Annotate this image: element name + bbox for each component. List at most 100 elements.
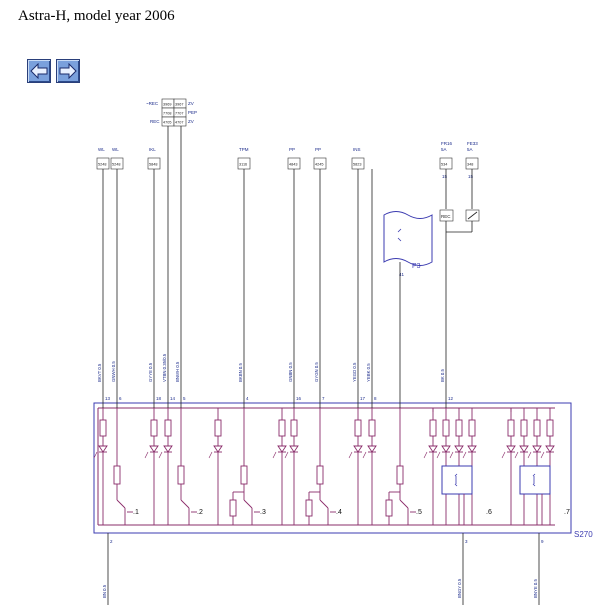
switch-position-label: .6 <box>486 509 492 516</box>
wire-colour-label: BKBN 0.5 <box>238 363 243 382</box>
switch-resistor <box>316 465 324 485</box>
resistor <box>99 419 107 437</box>
wire-colour-label: GYYE 0.5 <box>148 362 153 382</box>
led-ray <box>514 451 519 459</box>
led-icon <box>506 445 516 453</box>
led-icon <box>441 445 451 453</box>
led-icon <box>163 445 173 453</box>
resistor <box>164 419 172 437</box>
wire-code: 4843 <box>289 163 297 167</box>
hall-sensor-box <box>519 465 551 495</box>
wire-top-label: PP <box>315 147 321 152</box>
wire-top-label: FE33 <box>467 141 478 146</box>
wire-code: 5248 <box>98 163 106 167</box>
led-ray <box>436 451 441 459</box>
wire-colour-label: BKVT 0.5 <box>97 363 102 382</box>
wire-top-label: TPM <box>239 147 249 152</box>
led-ray <box>540 451 545 459</box>
switch-position-label: .7 <box>564 509 570 516</box>
wire-colour-label: YEGD 0.5 <box>352 362 357 382</box>
bottom-wire-colour: BNGY 0.5 <box>457 578 462 598</box>
resistor <box>455 419 463 437</box>
arrow-right-icon <box>59 63 77 79</box>
relay-diode-mark <box>467 211 478 220</box>
led-icon <box>367 445 377 453</box>
resistor <box>533 419 541 437</box>
connector-cell-code: 3969 <box>163 103 171 107</box>
hall-sensor-symbol <box>532 473 536 487</box>
wire-code: 5248 <box>112 163 120 167</box>
wire-colour-label: GNWH 0.5 <box>111 361 116 382</box>
wire-code: 5848 <box>149 163 157 167</box>
wire-code: 348 <box>467 163 473 167</box>
module-label: S270 <box>574 530 593 539</box>
wire-top-label: FR16 <box>441 141 453 146</box>
wire-top-label: WL <box>112 147 119 152</box>
pin-number: 5 <box>183 396 186 401</box>
switch-contact <box>180 499 190 509</box>
connector-cell-code: 7707 <box>175 112 183 116</box>
bottom-wire-colour: BNYE 0.5 <box>533 579 538 598</box>
connector-right-label: ZV <box>188 119 194 124</box>
wire-top-label: 5A <box>467 147 473 152</box>
wire-top-label: 5A <box>441 147 447 152</box>
led-icon <box>277 445 287 453</box>
led-icon <box>353 445 363 453</box>
resistor <box>442 419 450 437</box>
sensor-p3-symbol <box>397 228 402 242</box>
led-icon <box>454 445 464 453</box>
pin-number: 14 <box>170 396 176 401</box>
led-icon <box>545 445 555 453</box>
page-title: Astra-H, model year 2006 <box>18 8 175 24</box>
connector-cell <box>173 116 187 127</box>
led-ray <box>158 451 163 459</box>
led-ray <box>93 451 98 459</box>
switch-shunt <box>385 499 393 517</box>
switch-contact <box>319 499 329 509</box>
pin-number: 17 <box>360 396 366 401</box>
wire-colour-label: BK 0.5 <box>440 368 445 382</box>
wire-colour-label: GYGN 0.5 <box>314 362 319 382</box>
relay-label: REC <box>441 214 451 219</box>
forward-button[interactable] <box>56 59 80 83</box>
switch-contact <box>116 499 126 509</box>
switch-position-label: .4 <box>336 509 342 516</box>
wire-top-label: WL <box>98 147 105 152</box>
led-ray <box>284 451 289 459</box>
led-icon <box>519 445 529 453</box>
resistor <box>150 419 158 437</box>
hall-sensor-symbol <box>454 473 458 487</box>
pin-number: 6 <box>119 396 122 401</box>
connector-left-label: REC <box>150 119 160 124</box>
pin-number: 13 <box>105 396 111 401</box>
connector-right-label: PEP <box>188 110 197 115</box>
arrow-left-icon <box>30 63 48 79</box>
led-icon <box>98 445 108 453</box>
resistor <box>468 419 476 437</box>
led-ray <box>462 451 467 459</box>
switch-resistor <box>396 465 404 485</box>
wire-code: 5823 <box>353 163 361 167</box>
bottom-pin: 9 <box>541 539 544 544</box>
wire-code: 3116 <box>239 163 247 167</box>
back-button[interactable] <box>27 59 51 83</box>
module-frame <box>93 402 572 534</box>
led-ray <box>272 451 277 459</box>
hall-sensor-box <box>441 465 473 495</box>
switch-shunt <box>305 499 313 517</box>
pin-number: 16 <box>296 396 302 401</box>
pin-number: 12 <box>448 396 454 401</box>
relay-box-rec <box>439 209 454 222</box>
bottom-pin: 3 <box>465 539 468 544</box>
wire-colour-label: VTBN 0.35/0.5 <box>162 353 167 382</box>
wire-code: 4245 <box>315 163 323 167</box>
sensor-p3-pin: 41 <box>399 272 405 277</box>
wire-colour-label: YEBK 0.5 <box>366 363 371 382</box>
resistor <box>368 419 376 437</box>
resistor <box>429 419 437 437</box>
resistor <box>278 419 286 437</box>
wire-top-label: INS <box>353 147 361 152</box>
led-icon <box>532 445 542 453</box>
led-ray <box>348 451 353 459</box>
